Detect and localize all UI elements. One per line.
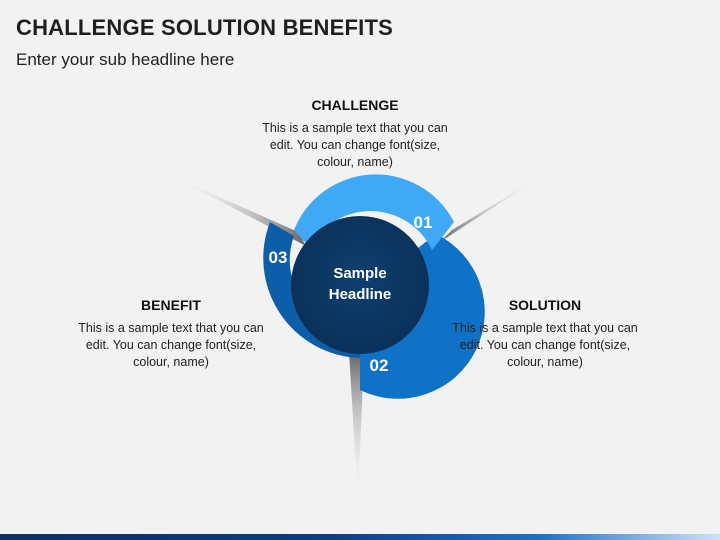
challenge-text: This is a sample text that you can edit.… xyxy=(262,121,448,169)
solution-text: This is a sample text that you can edit.… xyxy=(452,321,638,369)
segment-02-number: 02 xyxy=(370,356,389,375)
spoke-right xyxy=(440,172,548,242)
segment-03-number: 03 xyxy=(269,248,288,267)
segment-01-number: 01 xyxy=(414,213,433,232)
challenge-heading: CHALLENGE xyxy=(311,97,399,113)
benefit-heading: BENEFIT xyxy=(141,297,201,313)
benefit-text: This is a sample text that you can edit.… xyxy=(78,321,264,369)
solution-heading: SOLUTION xyxy=(508,297,582,313)
challenge-block: CHALLENGE This is a sample text that you… xyxy=(250,97,460,171)
page-title: CHALLENGE SOLUTION BENEFITS xyxy=(16,15,393,40)
center-headline-line2: Headline xyxy=(329,286,392,303)
segment-02-solution[interactable] xyxy=(360,234,485,399)
footer-bar xyxy=(0,534,720,540)
page-subtitle: Enter your sub headline here xyxy=(16,50,235,69)
segment-01-challenge[interactable] xyxy=(294,174,454,250)
center-circle xyxy=(291,216,429,354)
center-headline-line1: Sample xyxy=(333,265,386,282)
solution-block: SOLUTION This is a sample text that you … xyxy=(440,297,650,371)
segment-03-benefit[interactable] xyxy=(263,222,360,358)
benefit-block: BENEFIT This is a sample text that you c… xyxy=(66,297,276,371)
